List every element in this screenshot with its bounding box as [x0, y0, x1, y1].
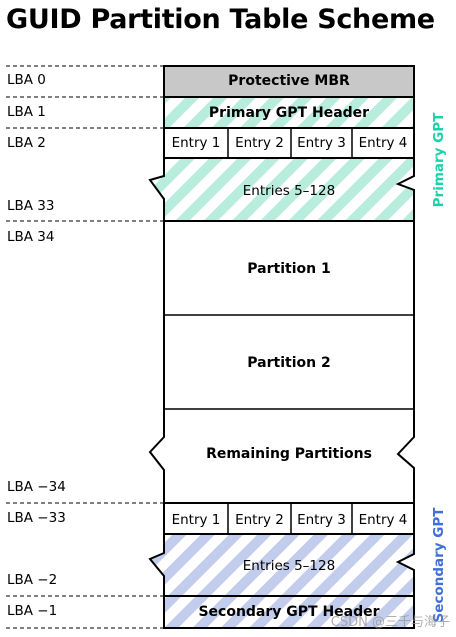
lba-label-minus-2: LBA −2 [7, 572, 58, 588]
partition-1-label: Partition 1 [247, 261, 331, 277]
protective-mbr-block [163, 65, 415, 98]
page-title: GUID Partition Table Scheme [6, 4, 435, 35]
primary-entry-1: Entry 1 [171, 135, 221, 151]
partition-2-label: Partition 2 [247, 355, 331, 371]
secondary-entry-4: Entry 4 [358, 512, 408, 528]
primary-gpt-side-label: Primary GPT [431, 112, 447, 208]
secondary-entry-1: Entry 1 [171, 512, 221, 528]
secondary-entries-rest-label: Entries 5–128 [242, 558, 336, 574]
primary-header-label: Primary GPT Header [208, 105, 370, 121]
remaining-partitions-label: Remaining Partitions [206, 446, 372, 462]
secondary-entry-2: Entry 2 [235, 512, 284, 528]
secondary-entry-3: Entry 3 [297, 512, 346, 528]
primary-entries-rest-label: Entries 5–128 [242, 183, 336, 199]
watermark: CSDN @三千与海子 [330, 615, 450, 630]
primary-entry-4: Entry 4 [358, 135, 408, 151]
lba-label-minus-1: LBA −1 [7, 603, 58, 619]
lba-guides [6, 65, 164, 629]
lba-label-2: LBA 2 [7, 135, 46, 151]
secondary-entries-row [163, 502, 415, 535]
primary-entry-2: Entry 2 [235, 135, 284, 151]
lba-label-minus-33: LBA −33 [7, 510, 66, 526]
protective-mbr-label: Protective MBR [228, 73, 350, 89]
secondary-header-block [163, 595, 415, 629]
lba-label-34: LBA 34 [7, 229, 55, 245]
primary-entry-3: Entry 3 [297, 135, 346, 151]
lba-label-1: LBA 1 [7, 104, 46, 120]
lba-label-0: LBA 0 [7, 72, 46, 88]
secondary-header-label: Secondary GPT Header [198, 604, 380, 620]
secondary-gpt-side-label: Secondary GPT [431, 507, 447, 623]
lba-label-minus-34: LBA −34 [7, 479, 66, 495]
lba-label-33: LBA 33 [7, 198, 55, 214]
